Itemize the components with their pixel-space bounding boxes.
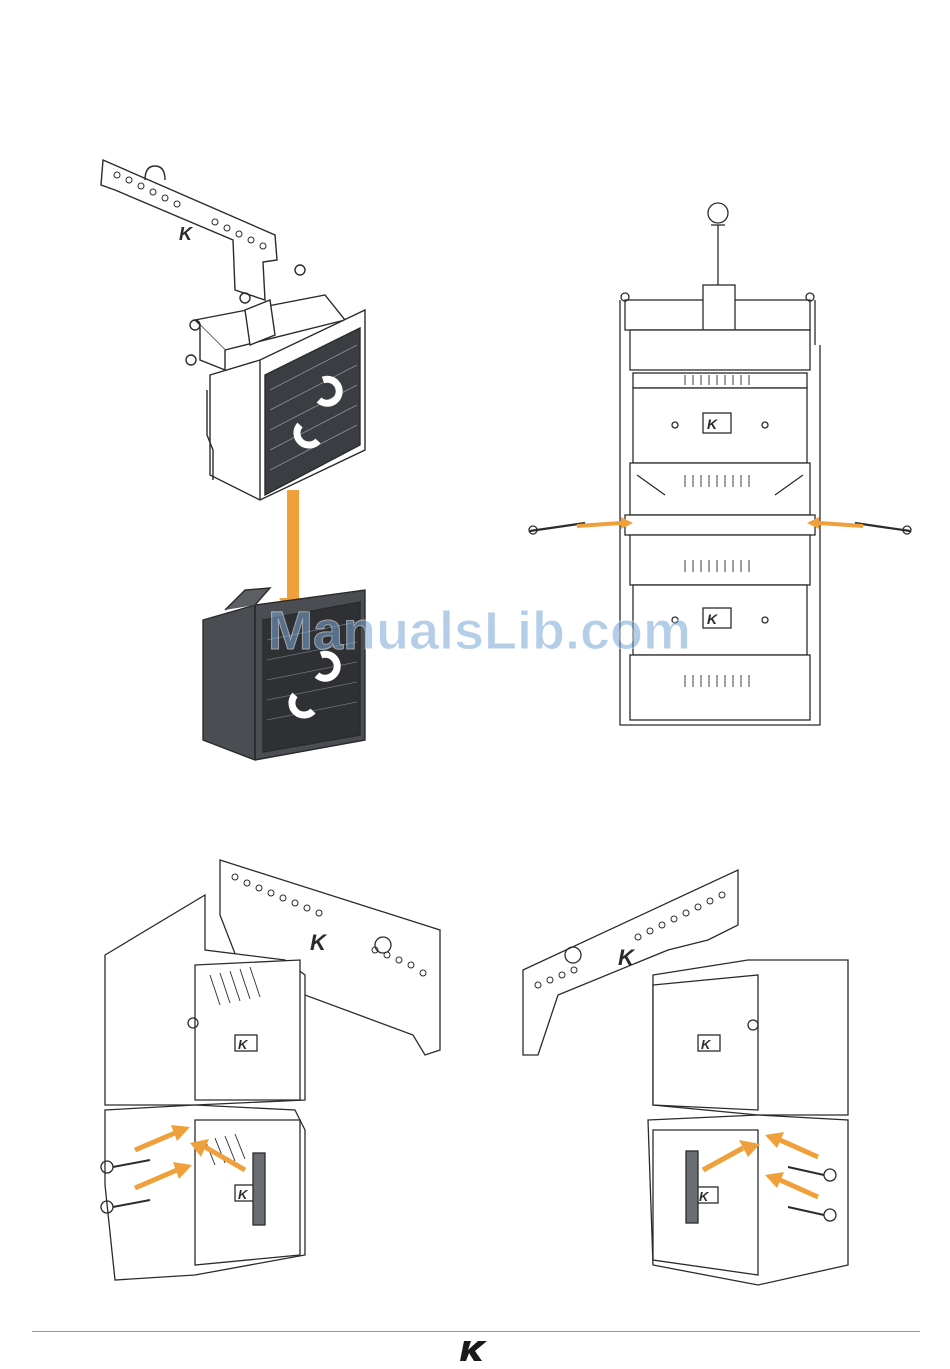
svg-text:K: K: [179, 224, 194, 244]
svg-text:K: K: [707, 611, 718, 627]
svg-text:K: K: [707, 416, 718, 432]
figure-cabinet-attach: K: [95, 150, 385, 775]
svg-text:K: K: [618, 945, 636, 970]
footer-divider: [32, 1331, 920, 1332]
figure-array-right: K K K: [518, 865, 863, 1290]
svg-text:K: K: [699, 1189, 710, 1204]
svg-text:K: K: [238, 1037, 249, 1052]
svg-text:K: K: [701, 1037, 712, 1052]
brand-logo-icon: [460, 1340, 490, 1362]
svg-text:K: K: [238, 1187, 249, 1202]
svg-text:K: K: [310, 930, 328, 955]
figure-array-left: K K K: [95, 855, 450, 1295]
watermark-text: ManualsLib.com: [268, 600, 708, 670]
